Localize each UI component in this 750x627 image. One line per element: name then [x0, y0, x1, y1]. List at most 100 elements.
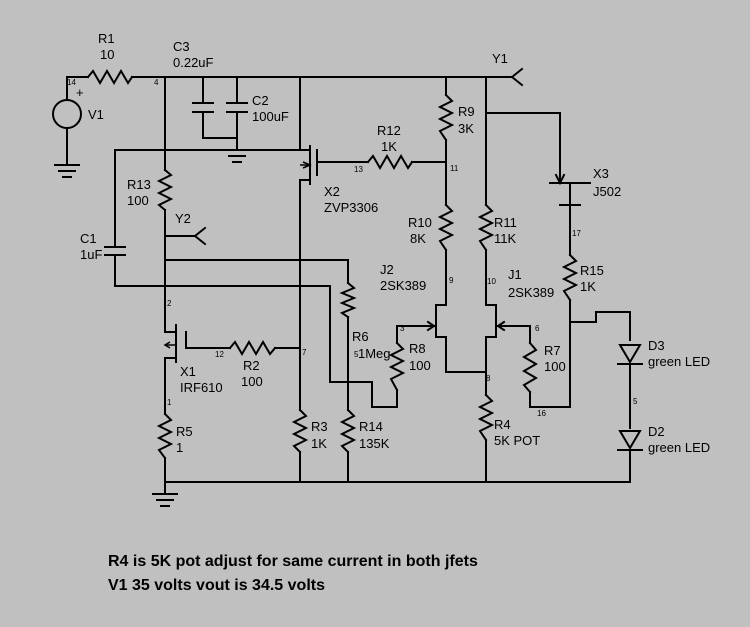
svg-text:100: 100 — [241, 374, 263, 389]
svg-text:1Meg: 1Meg — [358, 346, 391, 361]
svg-text:green LED: green LED — [648, 354, 710, 369]
svg-text:V1: V1 — [88, 107, 104, 122]
svg-text:100: 100 — [409, 358, 431, 373]
ground-icon — [152, 493, 178, 507]
resistor-r2: R2 100 — [228, 340, 277, 389]
resistor-r10: R10 8K — [408, 203, 455, 252]
svg-text:3: 3 — [400, 324, 405, 333]
svg-text:100: 100 — [544, 359, 566, 374]
resistor-r9: R9 3K — [437, 93, 475, 142]
resistor-r3: R3 1K — [291, 408, 328, 454]
svg-text:C2: C2 — [252, 93, 269, 108]
svg-text:2SK389: 2SK389 — [380, 278, 426, 293]
jfet-j1: J1 2SK389 — [485, 267, 554, 338]
svg-text:13: 13 — [354, 165, 363, 174]
node-labels: 14 4 13 11 17 9 10 3 6 2 12 7 8 1 5 16 — [67, 78, 638, 418]
svg-text:R8: R8 — [409, 341, 426, 356]
svg-text:11K: 11K — [494, 231, 516, 246]
svg-text:6: 6 — [535, 324, 540, 333]
svg-text:R2: R2 — [243, 358, 260, 373]
svg-text:3K: 3K — [458, 121, 474, 136]
svg-text:10: 10 — [487, 277, 496, 286]
svg-text:R15: R15 — [580, 263, 604, 278]
ground-icon — [224, 149, 250, 163]
svg-text:5K POT: 5K POT — [494, 433, 540, 448]
svg-text:C3: C3 — [173, 39, 190, 54]
svg-text:IRF610: IRF610 — [180, 380, 223, 395]
svg-text:R4: R4 — [494, 417, 511, 432]
mosfet-x2: X2 ZVP3306 — [299, 145, 378, 215]
svg-text:D3: D3 — [648, 338, 665, 353]
svg-text:X3: X3 — [593, 166, 609, 181]
svg-text:Y2: Y2 — [175, 211, 191, 226]
svg-text:17: 17 — [572, 229, 581, 238]
svg-text:11: 11 — [450, 164, 459, 173]
svg-text:J502: J502 — [593, 184, 621, 199]
svg-text:J2: J2 — [380, 262, 394, 277]
capacitor-c2: C2 100uF — [226, 93, 289, 124]
svg-text:14: 14 — [67, 78, 76, 87]
jfet-j2: J2 2SK389 — [380, 262, 447, 338]
resistor-r5: R5 1 — [156, 412, 193, 460]
svg-text:R11: R11 — [494, 215, 517, 230]
svg-text:100: 100 — [127, 193, 149, 208]
svg-text:10: 10 — [100, 47, 114, 62]
svg-text:0.22uF: 0.22uF — [173, 55, 214, 70]
svg-text:1: 1 — [167, 398, 172, 407]
svg-text:Y1: Y1 — [492, 51, 508, 66]
svg-text:ZVP3306: ZVP3306 — [324, 200, 378, 215]
svg-text:1K: 1K — [580, 279, 596, 294]
svg-text:R6: R6 — [352, 329, 369, 344]
svg-text:R1: R1 — [98, 31, 115, 46]
svg-text:2: 2 — [167, 299, 172, 308]
svg-text:D2: D2 — [648, 424, 665, 439]
resistor-r7: R7 100 — [522, 341, 566, 394]
led-d2: D2 green LED — [617, 424, 710, 455]
resistor-r15: R15 1K — [561, 253, 604, 302]
resistor-r6: R6 5 1Meg — [339, 281, 391, 361]
mosfet-x1: X1 IRF610 — [163, 324, 223, 395]
svg-text:2SK389: 2SK389 — [508, 285, 554, 300]
jfet-x3: X3 J502 — [549, 166, 621, 206]
svg-text:16: 16 — [537, 409, 546, 418]
resistor-r14: R14 135K — [339, 408, 390, 454]
svg-text:12: 12 — [215, 350, 224, 359]
svg-text:1K: 1K — [381, 139, 397, 154]
capacitor-c1: C1 1uF — [80, 231, 126, 262]
resistor-r12: R12 1K — [366, 123, 414, 170]
svg-text:R12: R12 — [377, 123, 401, 138]
svg-text:X1: X1 — [180, 364, 196, 379]
capacitor-c3: C3 0.22uF — [173, 39, 214, 113]
svg-text:R14: R14 — [359, 419, 383, 434]
svg-text:9: 9 — [449, 276, 454, 285]
probe-y1: Y1 — [492, 51, 524, 87]
svg-text:1uF: 1uF — [80, 247, 102, 262]
svg-text:5: 5 — [633, 397, 638, 406]
svg-text:1: 1 — [176, 440, 183, 455]
svg-text:R13: R13 — [127, 177, 151, 192]
svg-text:100uF: 100uF — [252, 109, 289, 124]
resistor-r4-pot: R4 5K POT — [477, 393, 540, 448]
resistor-r13: R13 100 — [127, 168, 174, 212]
svg-text:R10: R10 — [408, 215, 432, 230]
v1-voltage-source: + V1 — [52, 85, 104, 129]
ground-icon — [54, 164, 80, 178]
svg-text:J1: J1 — [508, 267, 522, 282]
svg-text:8: 8 — [486, 374, 491, 383]
svg-text:135K: 135K — [359, 436, 390, 451]
svg-text:R3: R3 — [311, 419, 328, 434]
resistor-r11: R11 11K — [477, 203, 517, 252]
resistor-r1: R1 10 — [86, 31, 134, 85]
probe-y2: Y2 — [175, 211, 207, 246]
svg-text:R9: R9 — [458, 104, 475, 119]
svg-text:C1: C1 — [80, 231, 97, 246]
svg-text:4: 4 — [154, 78, 159, 87]
svg-text:X2: X2 — [324, 184, 340, 199]
svg-text:R7: R7 — [544, 343, 561, 358]
svg-text:R5: R5 — [176, 424, 193, 439]
led-d3: D3 green LED — [617, 338, 710, 369]
note-v1-output: V1 35 volts vout is 34.5 volts — [108, 577, 325, 594]
svg-text:green LED: green LED — [648, 440, 710, 455]
svg-text:5: 5 — [354, 350, 359, 359]
